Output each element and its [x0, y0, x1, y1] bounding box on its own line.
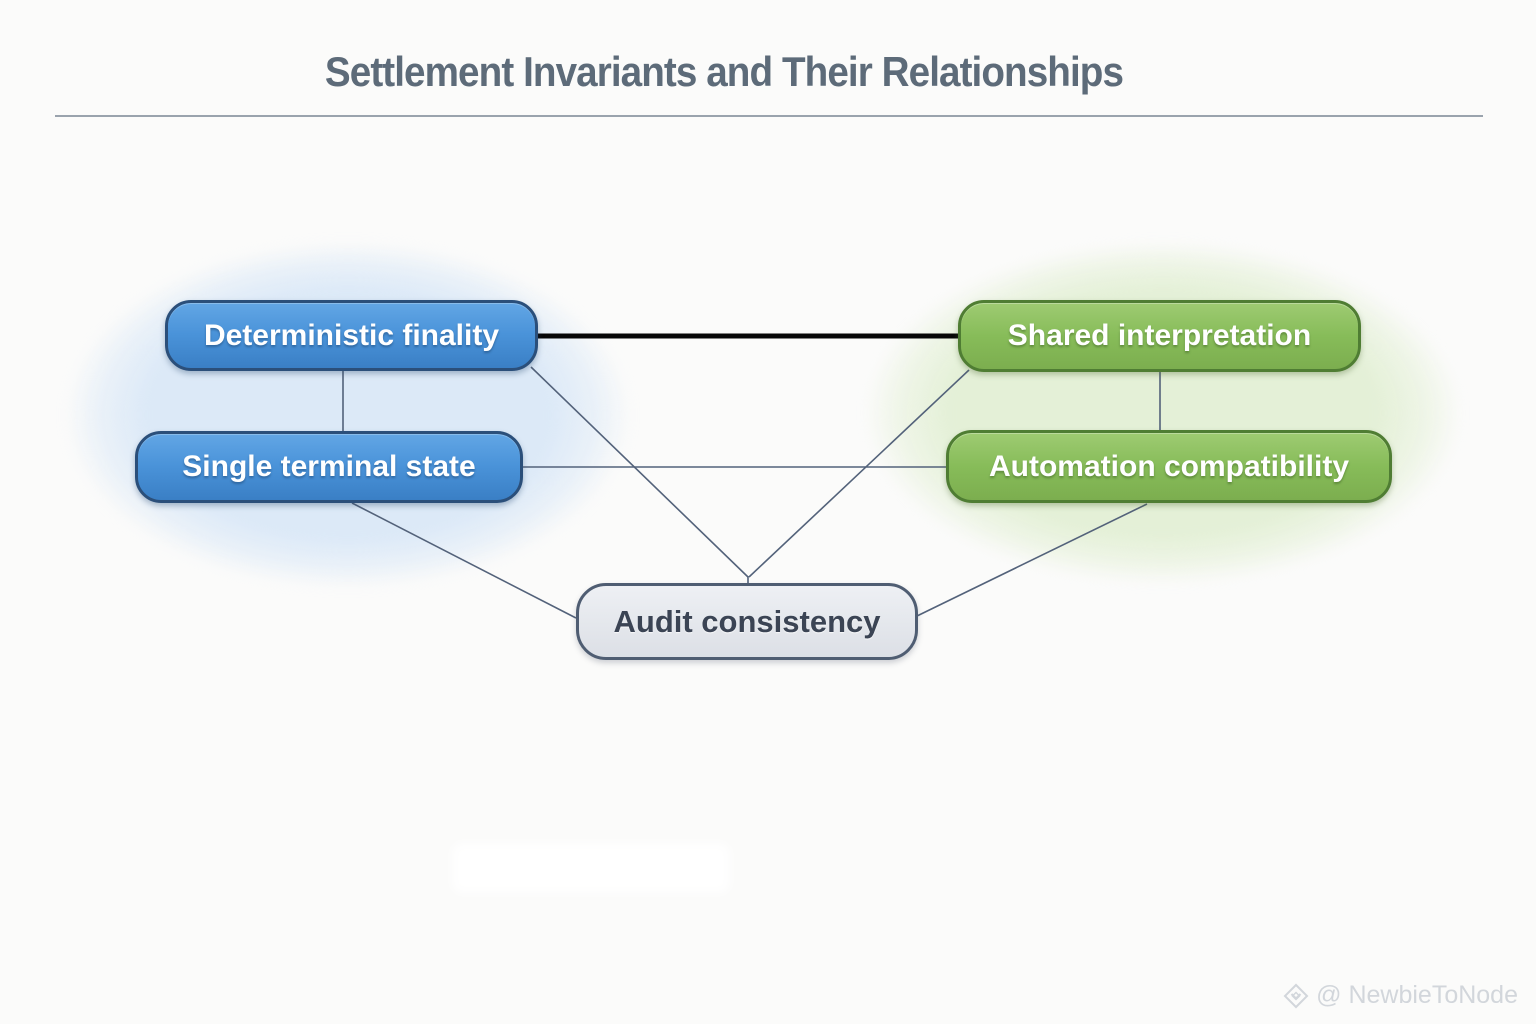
node-label: Automation compatibility — [989, 449, 1349, 483]
page-title: Settlement Invariants and Their Relation… — [324, 48, 1124, 95]
diamond-logo-icon — [1283, 983, 1309, 1008]
node-shared-interpretation: Shared interpretation — [958, 300, 1361, 372]
node-label: Single terminal state — [182, 450, 476, 483]
edge-shared-interpretation-audit-consistency — [748, 369, 970, 578]
title-divider — [55, 115, 1483, 117]
node-deterministic-finality: Deterministic finality — [165, 300, 538, 371]
node-label: Audit consistency — [613, 603, 881, 639]
node-automation-compatibility: Automation compatibility — [946, 430, 1392, 503]
watermark: @ NewbieToNode — [1283, 981, 1518, 1010]
interpretation-cluster-ellipse — [865, 242, 1461, 584]
watermark-text: @ NewbieToNode — [1316, 981, 1518, 1009]
finality-cluster-ellipse — [65, 242, 631, 588]
background-smudge — [452, 843, 730, 893]
node-single-terminal-state: Single terminal state — [135, 431, 523, 503]
edge-automation-compatibility-audit-consistency — [916, 503, 1148, 617]
node-label: Deterministic finality — [203, 318, 500, 352]
node-audit-consistency: Audit consistency — [576, 583, 918, 660]
node-label: Shared interpretation — [1007, 319, 1312, 352]
edge-deterministic-finality-audit-consistency — [530, 366, 749, 578]
edge-single-terminal-state-audit-consistency — [351, 502, 577, 619]
